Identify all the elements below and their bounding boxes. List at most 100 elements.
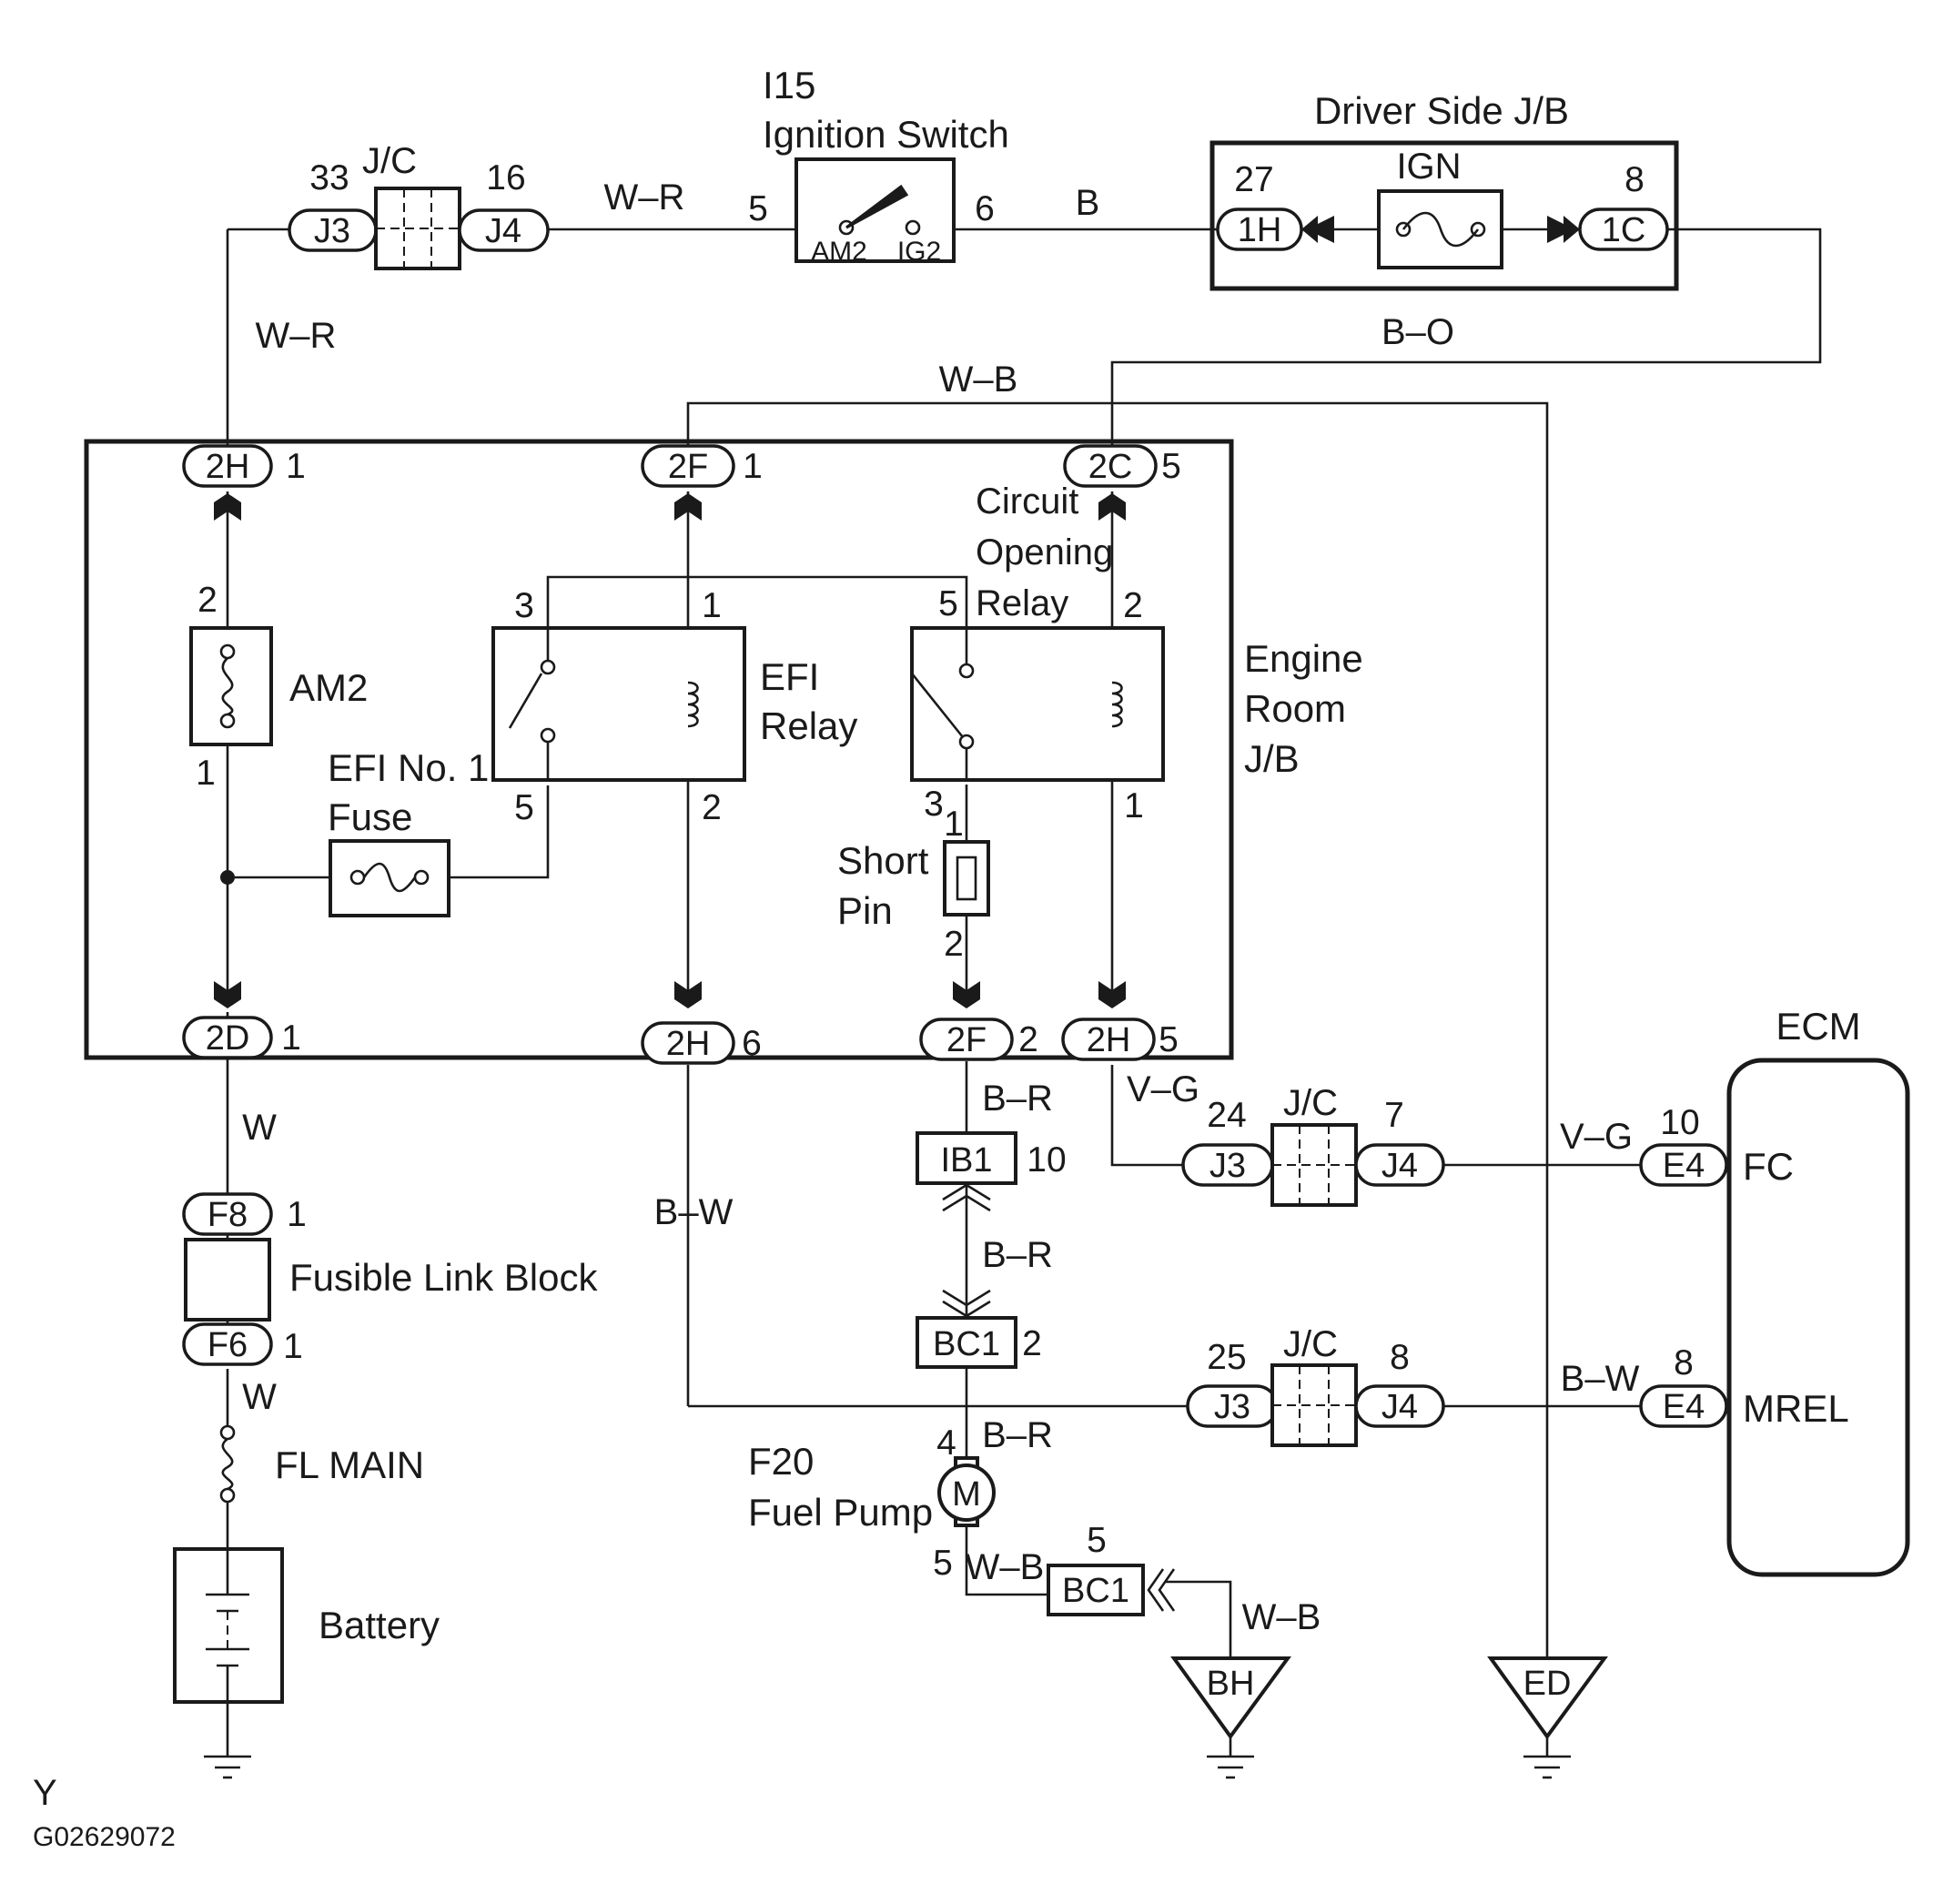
svg-text:ED: ED (1523, 1665, 1572, 1703)
wire-label-br-1: B–R (982, 1079, 1053, 1119)
wire-label-br-3: B–R (982, 1415, 1053, 1455)
svg-text:F6: F6 (207, 1326, 248, 1364)
svg-text:2H: 2H (666, 1025, 711, 1063)
driver-jb-right-conn: 1C (1602, 211, 1646, 249)
svg-text:EFI: EFI (760, 655, 819, 698)
wire-label-wr-left: W–R (256, 316, 337, 356)
wire-label-bw-mid: B–W (654, 1192, 734, 1232)
svg-text:1: 1 (1124, 786, 1144, 825)
svg-text:7: 7 (1384, 1096, 1404, 1135)
engine-jb-top-connector: 2C 5 (1063, 444, 1181, 521)
svg-text:6: 6 (742, 1024, 762, 1063)
svg-text:M: M (952, 1475, 981, 1514)
bc1-connector-bottom: 5 BC1 (1047, 1521, 1176, 1616)
svg-text:AM2: AM2 (289, 666, 368, 709)
driver-jb-left-conn: 1H (1238, 211, 1282, 249)
svg-text:2F: 2F (668, 448, 708, 486)
svg-text:E4: E4 (1663, 1147, 1705, 1185)
svg-text:24: 24 (1207, 1096, 1246, 1135)
ground-bh: BH (1170, 1656, 1291, 1779)
driver-jb-name: Driver Side J/B (1314, 89, 1569, 132)
svg-text:2D: 2D (206, 1019, 250, 1058)
footer-figure-id: G02629072 (33, 1822, 176, 1852)
svg-text:25: 25 (1207, 1338, 1246, 1377)
svg-text:FC: FC (1743, 1145, 1794, 1188)
svg-text:IB1: IB1 (940, 1141, 992, 1180)
jc-top-left-pin: 33 (309, 158, 349, 197)
engine-jb-top-connector: 2F 1 (641, 444, 763, 521)
svg-text:Relay: Relay (760, 704, 857, 747)
engine-jb-bottom-connector: 2F 2 (919, 981, 1038, 1061)
svg-text:4: 4 (936, 1423, 956, 1463)
wire-label-w-2: W (242, 1377, 277, 1417)
jc-top-label: J/C (362, 141, 417, 181)
svg-text:5: 5 (938, 584, 958, 623)
engine-jb-bottom-connector: 2H 5 (1061, 981, 1179, 1061)
svg-text:10: 10 (1660, 1103, 1699, 1142)
ignition-pin-in: 5 (748, 189, 768, 228)
svg-text:J4: J4 (1381, 1147, 1418, 1185)
svg-text:MREL: MREL (1743, 1387, 1849, 1430)
svg-text:Battery: Battery (319, 1604, 440, 1646)
engine-jb-name-2: Room (1244, 687, 1346, 730)
driver-jb-fuse-name: IGN (1396, 147, 1461, 187)
wire-label-wb-top: W–B (939, 360, 1018, 400)
circuit-opening-relay: Circuit Opening Relay 5 2 3 1 (910, 481, 1165, 825)
ground-ed: ED (1487, 1656, 1608, 1779)
wire-label-wb-pump: W–B (966, 1547, 1045, 1587)
ignition-switch-name: Ignition Switch (763, 113, 1009, 156)
svg-text:J/C: J/C (1283, 1083, 1338, 1123)
svg-text:BH: BH (1207, 1665, 1255, 1703)
svg-text:BC1: BC1 (1062, 1572, 1129, 1610)
svg-text:8: 8 (1674, 1343, 1694, 1382)
svg-text:2: 2 (1022, 1324, 1042, 1363)
svg-text:1: 1 (743, 447, 763, 486)
svg-text:5: 5 (514, 788, 534, 827)
svg-text:Opening: Opening (976, 532, 1113, 572)
svg-text:BC1: BC1 (933, 1325, 1000, 1363)
driver-side-junction-block: Driver Side J/B 27 1H IGN 8 1C (1209, 89, 1679, 291)
efi-no1-fuse: EFI No. 1 Fuse (220, 746, 489, 917)
svg-text:Circuit: Circuit (976, 481, 1078, 522)
wire-label-bw-ecm: B–W (1561, 1359, 1640, 1399)
svg-text:Short: Short (837, 839, 929, 882)
svg-text:1: 1 (702, 586, 722, 625)
svg-text:2H: 2H (206, 448, 250, 486)
junction-connector-mid: J/C 24 7 J3 J4 (1181, 1083, 1445, 1207)
wire-network (226, 228, 1822, 1757)
svg-text:Fuel Pump: Fuel Pump (748, 1491, 933, 1534)
svg-text:FL MAIN: FL MAIN (275, 1443, 424, 1486)
svg-text:2: 2 (702, 788, 722, 827)
svg-text:1: 1 (196, 754, 216, 793)
svg-text:1: 1 (944, 805, 964, 844)
ground-symbol (204, 1755, 251, 1779)
svg-text:1: 1 (283, 1327, 303, 1366)
svg-text:3: 3 (924, 785, 944, 824)
svg-text:J4: J4 (1381, 1388, 1418, 1426)
ignition-switch-code: I15 (763, 64, 815, 106)
junction-connector-low: J/C 25 8 J3 J4 (1186, 1324, 1445, 1447)
fusible-link-block: F8 1 Fusible Link Block F6 1 (182, 1192, 598, 1366)
ignition-switch: I15 Ignition Switch AM2 IG2 5 6 (748, 64, 1009, 267)
svg-text:5: 5 (933, 1544, 953, 1583)
svg-text:5: 5 (1161, 447, 1181, 486)
svg-text:1: 1 (286, 447, 306, 486)
jc-top-left-conn: J3 (314, 212, 350, 250)
engine-jb-bottom-connector: 2H 6 (641, 981, 762, 1065)
wire-label-w-1: W (242, 1108, 277, 1148)
wire-label-br-2: B–R (982, 1235, 1053, 1275)
ignition-term-am2: AM2 (811, 237, 867, 267)
svg-text:Fuse: Fuse (328, 795, 412, 838)
wire-label-vg-2: V–G (1560, 1117, 1633, 1157)
junction-connector-top: J/C 33 16 J3 J4 (288, 141, 550, 270)
engine-room-junction-block: Engine Room J/B 2H 1 2F 1 2C 5 2 (84, 439, 1363, 1065)
svg-text:F20: F20 (748, 1440, 814, 1483)
svg-text:Fusible Link Block: Fusible Link Block (289, 1256, 598, 1299)
bc1-connector-top: BC1 2 (916, 1289, 1042, 1369)
svg-text:Pin: Pin (837, 889, 893, 932)
jc-top-right-pin: 16 (486, 158, 525, 197)
wire-label-b-top: B (1076, 183, 1100, 223)
engine-jb-name-3: J/B (1244, 737, 1300, 780)
driver-jb-left-pin: 27 (1234, 160, 1273, 199)
